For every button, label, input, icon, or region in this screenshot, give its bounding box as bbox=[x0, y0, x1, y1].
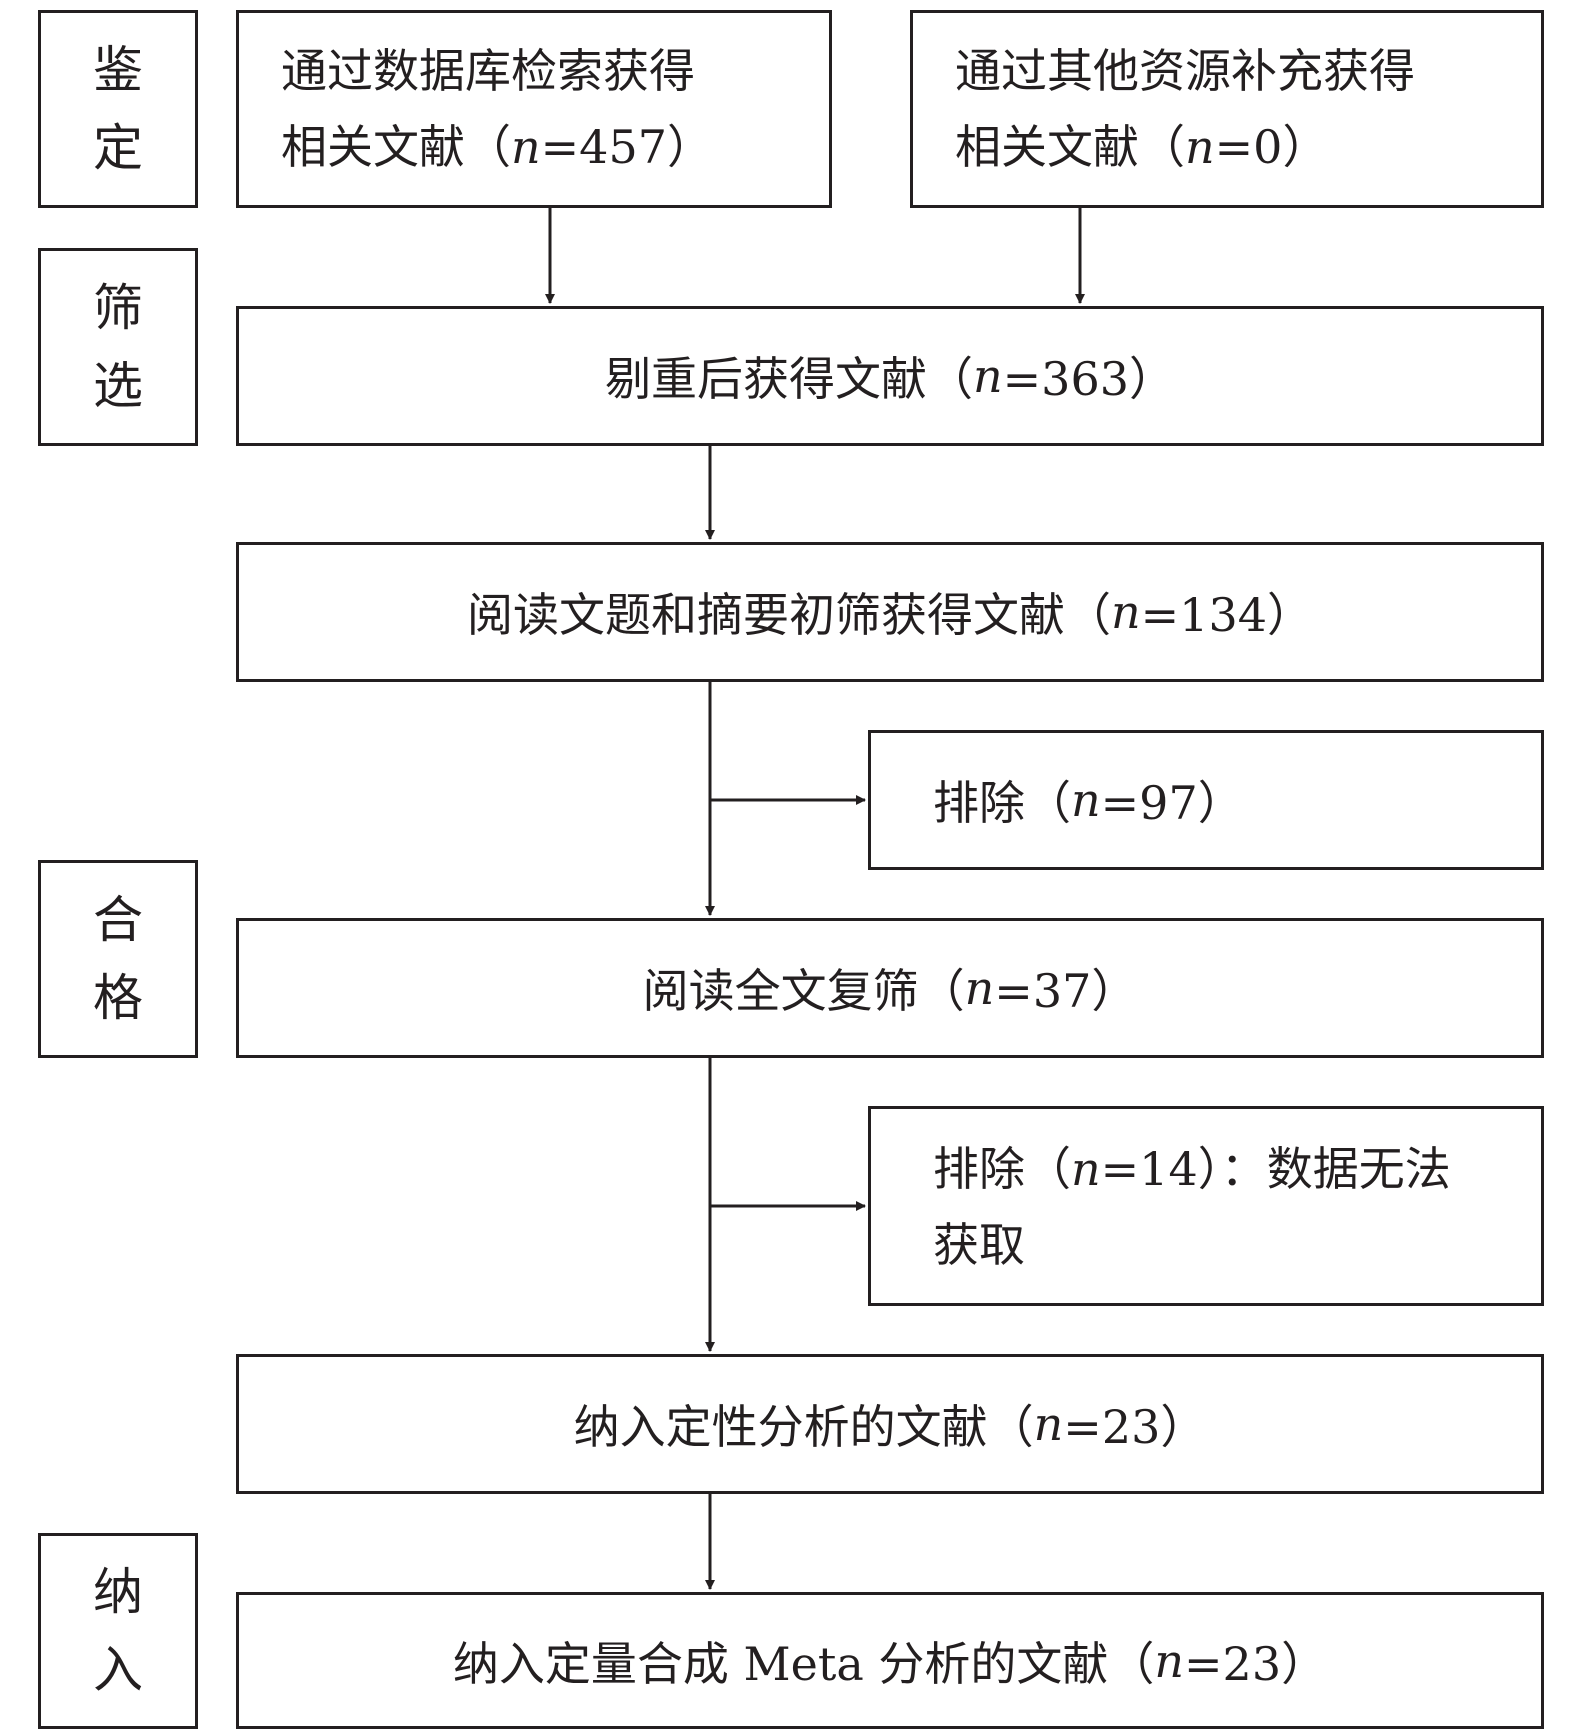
database-search-line-2: 相关文献（n=457） bbox=[281, 109, 829, 185]
database-search-count: =457） bbox=[540, 120, 713, 174]
database-search-n-symbol: n bbox=[511, 120, 541, 174]
stage-identification-char-1: 鉴 bbox=[93, 41, 143, 99]
excluded-2-n-symbol: n bbox=[1071, 1142, 1101, 1196]
database-search-prefix: 相关文献（ bbox=[281, 120, 511, 174]
stage-eligibility-char-1: 合 bbox=[93, 891, 143, 949]
stage-eligibility: 合 格 bbox=[38, 860, 198, 1058]
other-sources-count: =0） bbox=[1214, 120, 1329, 174]
qualitative-count: =23） bbox=[1063, 1400, 1207, 1454]
title-abstract-n-symbol: n bbox=[1111, 585, 1141, 639]
excluded-2-line-1: 排除（n=14）：数据无法 bbox=[933, 1131, 1541, 1207]
meta-analysis-count: =23） bbox=[1184, 1636, 1328, 1691]
excluded-2-count: =14）：数据无法 bbox=[1100, 1142, 1451, 1196]
stage-screening-char-1: 筛 bbox=[93, 279, 143, 337]
box-other-sources: 通过其他资源补充获得 相关文献（n=0） bbox=[910, 10, 1544, 208]
stage-identification-char-2: 定 bbox=[93, 119, 143, 177]
stage-included-char-2: 入 bbox=[93, 1641, 143, 1699]
box-title-abstract-screen: 阅读文题和摘要初筛获得文献（n=134） bbox=[236, 542, 1544, 682]
box-meta-analysis: 纳入定量合成 Meta 分析的文献（n=23） bbox=[236, 1592, 1544, 1729]
excluded-1-prefix: 排除（ bbox=[933, 776, 1071, 830]
database-search-line-1: 通过数据库检索获得 bbox=[281, 44, 695, 98]
stage-screening-char-2: 选 bbox=[93, 357, 143, 415]
stage-included-char-1: 纳 bbox=[93, 1563, 143, 1621]
meta-analysis-n-symbol: n bbox=[1154, 1633, 1185, 1688]
after-dedup-prefix: 剔重后获得文献（ bbox=[605, 352, 973, 406]
box-excluded-2: 排除（n=14）：数据无法 获取 bbox=[868, 1106, 1544, 1306]
fulltext-n-symbol: n bbox=[964, 961, 995, 1015]
stage-identification: 鉴 定 bbox=[38, 10, 198, 208]
box-excluded-1: 排除（n=97） bbox=[868, 730, 1544, 870]
after-dedup-n-symbol: n bbox=[973, 349, 1003, 403]
title-abstract-prefix: 阅读文题和摘要初筛获得文献（ bbox=[467, 588, 1111, 642]
title-abstract-count: =134） bbox=[1140, 588, 1313, 642]
meta-analysis-prefix: 纳入定量合成 Meta 分析的文献（ bbox=[452, 1636, 1155, 1691]
other-sources-n-symbol: n bbox=[1185, 120, 1215, 174]
box-database-search: 通过数据库检索获得 相关文献（n=457） bbox=[236, 10, 832, 208]
stage-screening: 筛 选 bbox=[38, 248, 198, 446]
other-sources-line-2: 相关文献（n=0） bbox=[955, 109, 1541, 185]
excluded-1-n-symbol: n bbox=[1071, 773, 1101, 827]
other-sources-prefix: 相关文献（ bbox=[955, 120, 1185, 174]
qualitative-prefix: 纳入定性分析的文献（ bbox=[573, 1400, 1034, 1454]
box-after-dedup: 剔重后获得文献（n=363） bbox=[236, 306, 1544, 446]
fulltext-prefix: 阅读全文复筛（ bbox=[642, 964, 965, 1018]
qualitative-n-symbol: n bbox=[1033, 1397, 1064, 1451]
fulltext-count: =37） bbox=[994, 964, 1138, 1018]
stage-eligibility-char-2: 格 bbox=[93, 969, 143, 1027]
excluded-2-line-2: 获取 bbox=[933, 1218, 1025, 1272]
excluded-2-prefix: 排除（ bbox=[933, 1142, 1071, 1196]
stage-included: 纳 入 bbox=[38, 1533, 198, 1729]
box-qualitative: 纳入定性分析的文献（n=23） bbox=[236, 1354, 1544, 1494]
excluded-1-count: =97） bbox=[1100, 776, 1244, 830]
after-dedup-count: =363） bbox=[1002, 352, 1175, 406]
box-fulltext-screen: 阅读全文复筛（n=37） bbox=[236, 918, 1544, 1058]
other-sources-line-1: 通过其他资源补充获得 bbox=[955, 44, 1415, 98]
